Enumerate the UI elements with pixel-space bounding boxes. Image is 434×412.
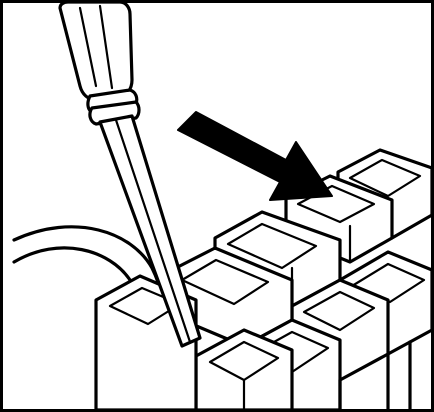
screwdriver-icon — [58, 0, 202, 348]
push-arrow-icon — [177, 111, 333, 201]
terminal-block-icon — [94, 148, 434, 412]
